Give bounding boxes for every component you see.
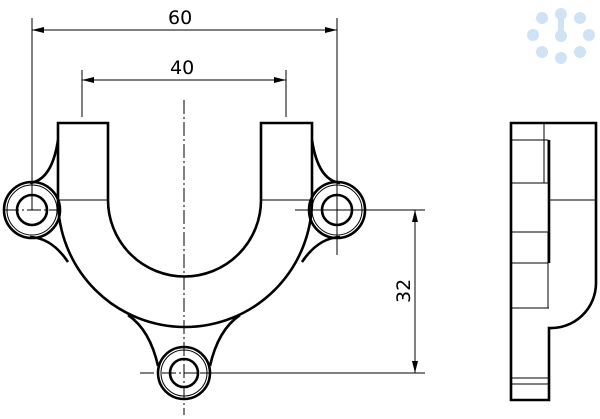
side-view — [509, 121, 598, 402]
left-lug-fillet-top — [29, 139, 60, 185]
u-body-outline — [56, 121, 314, 329]
watermark-logo — [527, 8, 595, 64]
right-lug-fillet-top — [310, 139, 341, 185]
dimension-40: 40 — [81, 57, 287, 117]
left-lug-fillet-bottom — [29, 235, 70, 263]
bottom-lug-fillet-left — [127, 313, 160, 367]
dimension-label-40: 40 — [170, 57, 194, 79]
dimension-32: 32 — [200, 209, 425, 374]
right-lug-fillet-bottom — [300, 235, 341, 263]
dimension-label-32: 32 — [393, 279, 415, 303]
dimension-60: 60 — [31, 7, 338, 255]
front-view — [2, 100, 367, 415]
bottom-lug-fillet-right — [208, 313, 241, 367]
dimension-label-60: 60 — [168, 7, 192, 29]
